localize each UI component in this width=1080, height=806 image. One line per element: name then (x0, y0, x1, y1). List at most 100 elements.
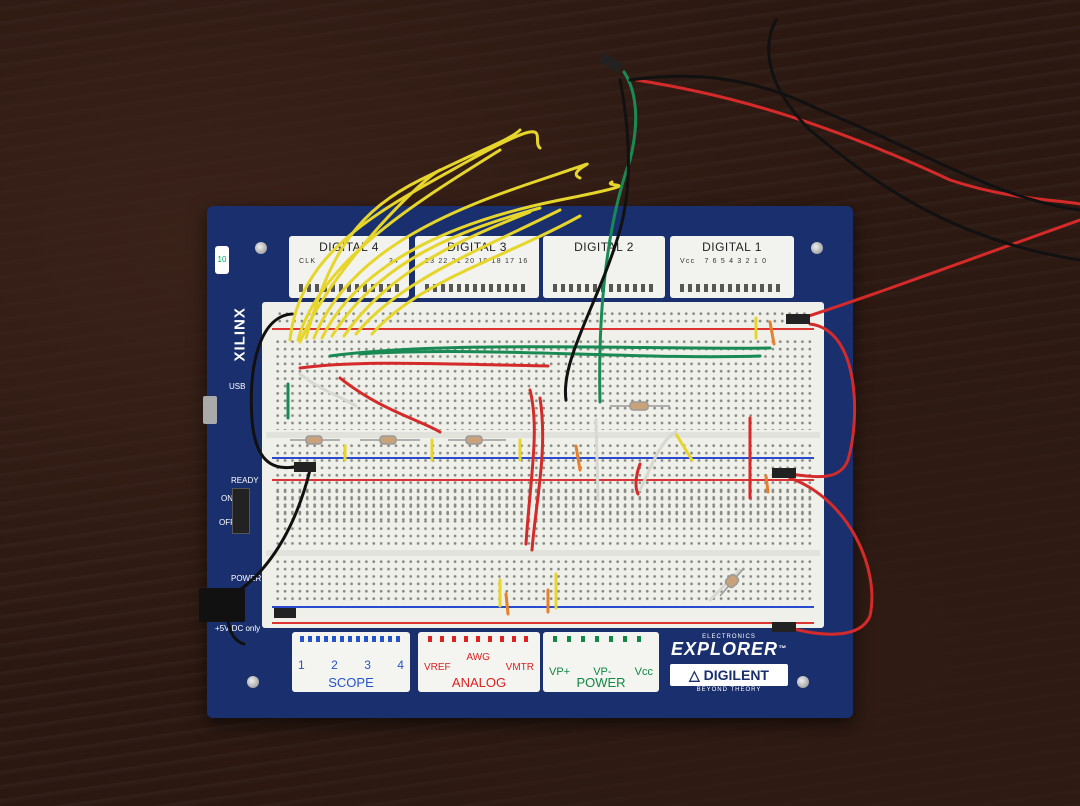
power-vcc: Vcc (634, 666, 653, 678)
brand-explorer: EXPLORER™ (664, 640, 794, 658)
resistor-body (379, 435, 397, 445)
orange-wire (574, 444, 582, 472)
scope-panel: 1 2 3 4 SCOPE (292, 632, 410, 692)
switch-off-label: OFF (219, 518, 235, 527)
header-connector (598, 53, 624, 73)
yellow-wire-bundle (288, 128, 758, 610)
screw-bottom-right (797, 676, 809, 688)
digilent-tag: BEYOND THEORY (696, 687, 762, 693)
red-wire (524, 388, 536, 546)
brand-tm: ™ (778, 644, 788, 653)
digital-1-header: DIGITAL 1 Vcc 7 6 5 4 3 2 1 0 (670, 236, 794, 298)
power-switch[interactable] (232, 488, 250, 534)
analog-labels: VREF AWG VMTR (424, 652, 534, 673)
black-wire (226, 468, 312, 646)
power-labels: VP+ VP- Vcc (549, 666, 653, 678)
green-wire (358, 349, 762, 359)
scope-ch2: 2 (331, 658, 338, 672)
rail-red-mid (272, 479, 814, 481)
power-vp-minus: VP- (593, 666, 612, 678)
analog-panel: VREF AWG VMTR ANALOG (418, 632, 540, 692)
digital-1-pins: Vcc 7 6 5 4 3 2 1 0 (680, 258, 784, 280)
red-wire (634, 78, 1080, 206)
black-wire (563, 78, 630, 402)
white-wire (298, 372, 358, 408)
power-panel: VP+ VP- Vcc POWER (543, 632, 659, 692)
digilent-triangle-icon: △ (688, 667, 700, 683)
green-wires (286, 70, 772, 420)
yellow-wire (298, 168, 442, 344)
black-wire (767, 18, 1080, 262)
black-wires (226, 18, 1080, 646)
power-title: POWER (576, 675, 626, 690)
analog-title: ANALOG (451, 675, 507, 690)
rail-holes-top (276, 310, 810, 326)
green-wire (328, 345, 772, 358)
screw-top-right (811, 242, 823, 254)
scope-channels: 1 2 3 4 (298, 658, 404, 672)
analog-vmtr: VMTR (505, 662, 534, 673)
black-wire (249, 312, 302, 470)
resistor-body (305, 435, 323, 445)
analog-vref: VREF (424, 662, 451, 673)
usb-port[interactable] (203, 396, 217, 424)
version-label: 10 (217, 255, 227, 264)
scope-ch4: 4 (397, 658, 404, 672)
red-wires (298, 78, 1080, 636)
digital-1-holes (680, 284, 784, 292)
row-block-4 (274, 558, 812, 602)
usb-label: USB (229, 382, 246, 391)
orange-wire (768, 320, 776, 346)
header-connector (294, 462, 316, 472)
red-wire (634, 462, 642, 496)
white-wire (708, 568, 742, 602)
resistors (290, 401, 745, 597)
yellow-wire (296, 148, 502, 342)
yellow-wire (370, 214, 582, 336)
header-connector (786, 314, 810, 324)
white-wire (638, 430, 678, 492)
black-wire (628, 74, 1080, 212)
green-wire (598, 70, 638, 404)
resistor-body (724, 573, 740, 589)
row-block-3 (274, 488, 812, 548)
rail-blue-bottom (272, 606, 814, 608)
scope-ch1: 1 (298, 658, 305, 672)
red-wire (788, 322, 857, 479)
yellow-wire (312, 162, 589, 340)
digital-4-clk: CLK (299, 258, 317, 265)
yellow-wire (330, 206, 542, 338)
digital-1-title: DIGITAL 1 (702, 240, 762, 254)
scope-title: SCOPE (328, 675, 374, 690)
orange-wire (764, 474, 770, 494)
version-badge: 10 (215, 246, 229, 274)
resistor-body (465, 435, 483, 445)
ready-label: READY (231, 476, 259, 485)
red-wire (788, 476, 874, 636)
digital-2-title: DIGITAL 2 (574, 240, 634, 254)
header-connector (772, 622, 796, 632)
digital-3-holes (425, 284, 529, 292)
power-label: POWER (231, 574, 262, 583)
power-holes (553, 636, 649, 642)
brand-area: ELECTRONICS EXPLORER™ △ DIGILENT BEYOND … (664, 632, 794, 698)
rail-red-bottom (272, 622, 814, 624)
yellow-wire (304, 128, 522, 340)
center-channel-2 (266, 550, 820, 556)
resistor-body (629, 401, 649, 411)
header-connector (274, 608, 296, 618)
scope-holes (300, 636, 402, 642)
brand-explorer-text: EXPLORER (670, 639, 779, 659)
yellow-wire (320, 180, 621, 340)
switch-on-label: ON (221, 494, 233, 503)
white-wires (298, 372, 742, 602)
white-wire (594, 418, 600, 502)
screw-bottom-left (247, 676, 259, 688)
digital-4-holes (299, 284, 399, 292)
scope-ch3: 3 (364, 658, 371, 672)
yellow-wire (342, 210, 532, 338)
red-wire (298, 361, 550, 370)
orange-wires (504, 320, 776, 616)
red-wire (530, 396, 545, 552)
